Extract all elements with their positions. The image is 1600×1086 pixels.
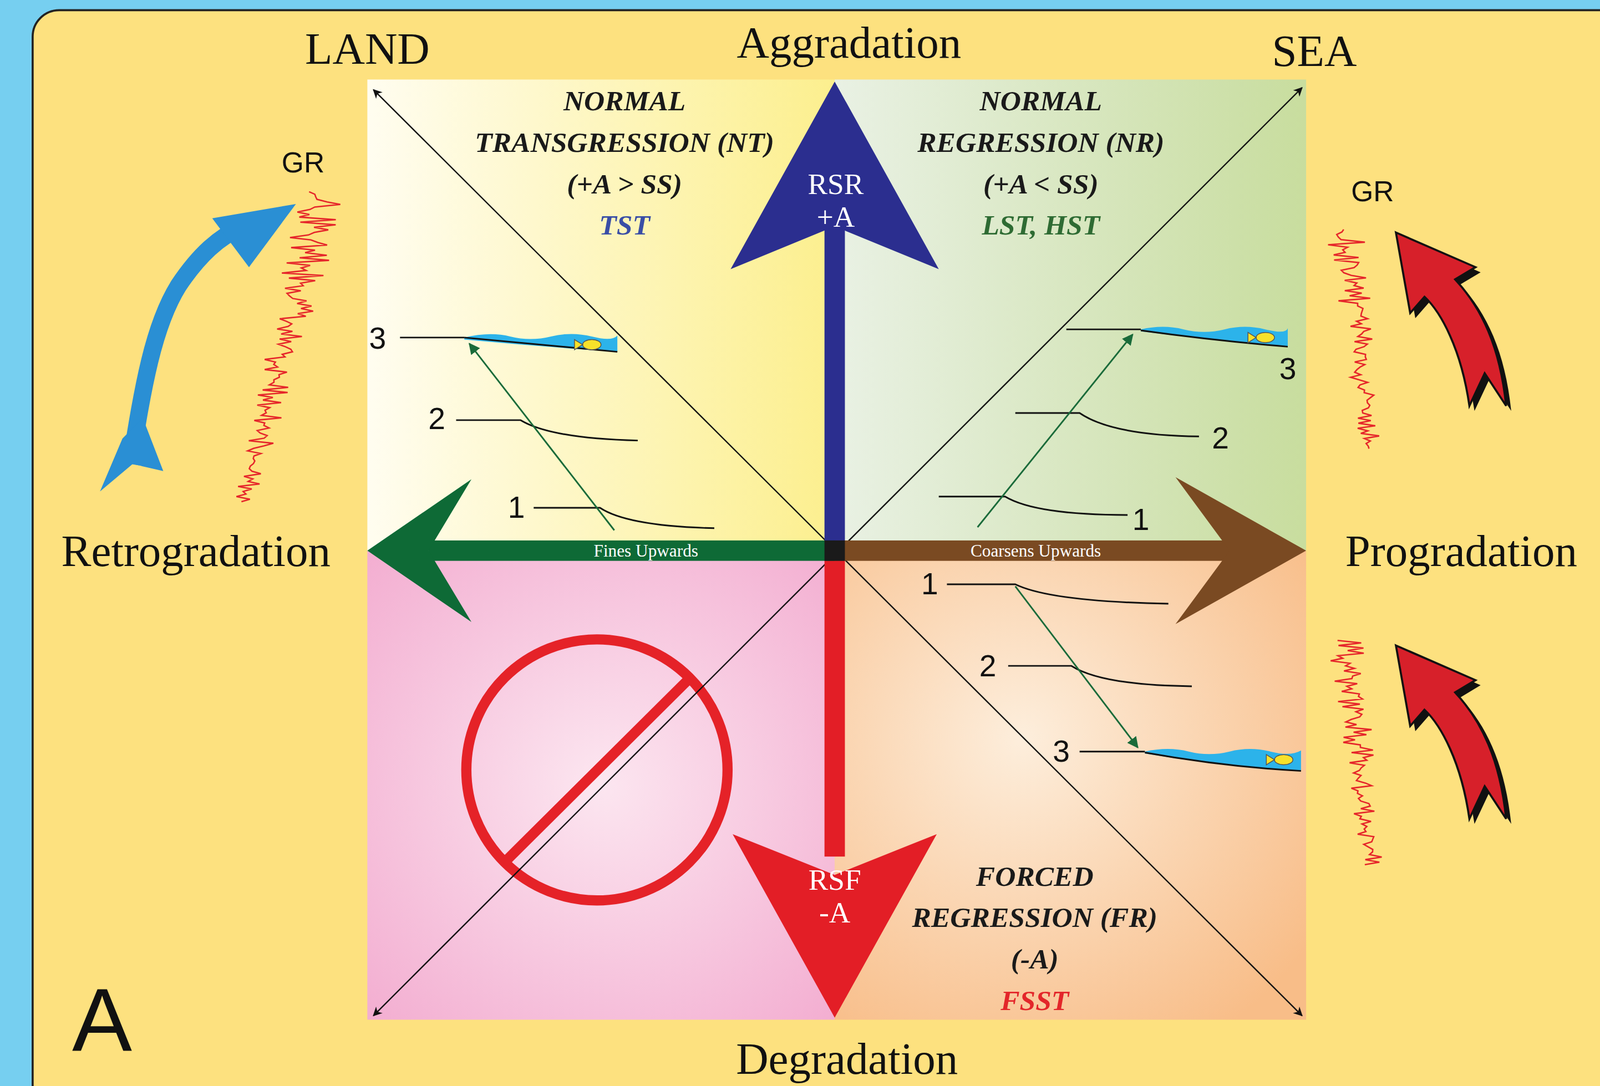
gamma-log	[1328, 229, 1380, 449]
no-symbol	[466, 639, 728, 901]
arrow-label: RSF -A	[807, 864, 863, 930]
callout-number: 2	[979, 651, 997, 682]
diagonal-axes	[373, 87, 1302, 1017]
quadrant-box: NORMAL REGRESSION (NR)(+A < SS)LST, HST	[916, 80, 1166, 247]
callout-number: 2	[428, 404, 446, 435]
quadrant-label: LST, HST	[981, 204, 1100, 247]
log-label: GR	[281, 149, 325, 179]
fish	[574, 332, 1293, 766]
quadrant-box: NORMAL TRANSGRESSION (NT)(+A > SS)TST	[473, 80, 776, 247]
axis-label: LAND	[305, 26, 430, 72]
arrow-box: Coarsens Upwards	[970, 541, 1101, 561]
panel	[32, 9, 1600, 1086]
arrow-label: Coarsens Upwards	[970, 541, 1101, 561]
quadrant-label: (-A)	[1011, 938, 1059, 981]
axis-label: Aggradation	[737, 20, 962, 66]
blue-curved-arrow	[99, 204, 296, 492]
quadrant-pink	[367, 550, 835, 1020]
callout-number: 3	[1052, 736, 1070, 768]
quadrant-label: FORCED REGRESSION (FR)	[911, 855, 1159, 939]
quadrant-nr	[834, 79, 1307, 551]
arrow-box: RSF -A	[807, 864, 863, 930]
arrow-label: Fines Upwards	[593, 541, 698, 561]
axis-arrows	[367, 81, 1307, 1019]
gamma-logs	[236, 191, 1382, 866]
axis-label: Degradation	[735, 1036, 958, 1082]
log-label: GR	[1350, 177, 1394, 207]
arrow-box: RSR +A	[806, 168, 866, 234]
quadrant-label: TST	[598, 204, 650, 247]
quadrant-box: FORCED REGRESSION (FR)(-A)FSST	[911, 855, 1159, 1022]
gamma-log	[236, 191, 340, 502]
quadrant-label: NORMAL TRANSGRESSION (NT)	[473, 80, 776, 164]
quadrant-label: (+A < SS)	[983, 163, 1099, 205]
panel-letter: A	[72, 975, 132, 1066]
axis-label: SEA	[1271, 28, 1357, 74]
gamma-log	[1330, 640, 1382, 866]
axis-label: Retrogradation	[61, 528, 331, 574]
quadrant-label: (+A > SS)	[566, 163, 683, 205]
arrow-label: RSR +A	[806, 168, 866, 234]
callout-number: 2	[1211, 423, 1229, 455]
callout-number: 1	[508, 493, 526, 524]
callout-number: 3	[368, 323, 386, 354]
callout-number: 1	[1132, 505, 1150, 536]
callout-number: 1	[921, 569, 939, 601]
axis-label: Progradation	[1345, 528, 1578, 574]
quadrant-label: NORMAL REGRESSION (NR)	[916, 80, 1166, 164]
arrow-box: Fines Upwards	[593, 541, 698, 561]
callout-number: 3	[1279, 353, 1297, 385]
quadrant-label: FSST	[1000, 979, 1069, 1022]
